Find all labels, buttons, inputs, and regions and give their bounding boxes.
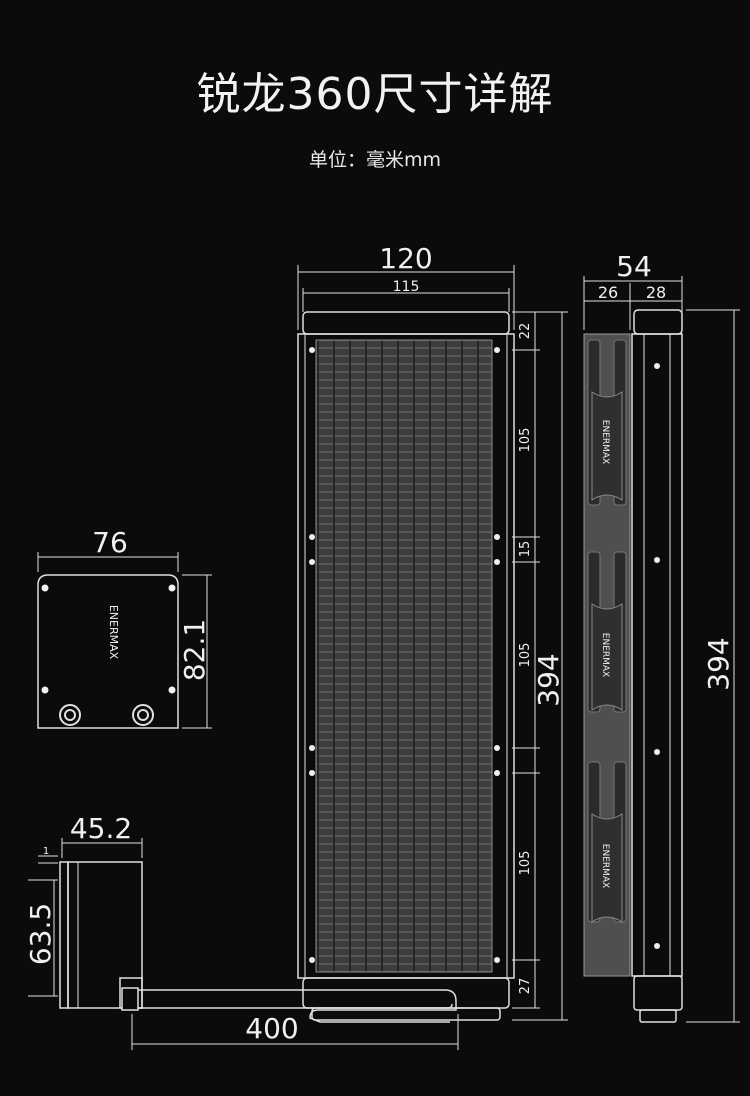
radiator-side-view: ENERMAX ENERMAX ENERMAX xyxy=(583,309,683,1023)
dim-rad-seg-bottom: 27 xyxy=(518,978,533,995)
radiator-front-view xyxy=(297,311,515,1021)
brand-logo-fan-2: ENERMAX xyxy=(600,633,610,677)
dim-rad-width: 120 xyxy=(379,242,432,275)
dim-rad-segments-lines xyxy=(512,311,568,1021)
brand-logo-fan-1: ENERMAX xyxy=(600,420,610,464)
brand-logo-pump: ENERMAX xyxy=(107,605,120,660)
brand-logo-fan-3: ENERMAX xyxy=(600,844,610,888)
tube-routing xyxy=(121,987,457,1023)
dim-side-total-width: 54 xyxy=(616,250,652,283)
pump-fittings xyxy=(59,704,154,726)
radiator-screw-holes xyxy=(309,347,500,963)
dim-rad-gap-1: 15 xyxy=(518,541,533,558)
dim-side-total-height: 394 xyxy=(702,637,735,690)
dim-pump-width: 76 xyxy=(92,526,128,559)
dim-pump-side-lines xyxy=(28,838,459,1050)
dim-rad-seg-2: 105 xyxy=(518,643,533,668)
page-title: 锐龙360尺寸详解 xyxy=(196,69,554,120)
pump-top-view xyxy=(37,574,179,729)
dim-side-fan-width: 26 xyxy=(598,283,618,302)
dim-pump-side-width: 45.2 xyxy=(70,812,132,845)
dim-rad-seg-1: 105 xyxy=(518,428,533,453)
dim-rad-inner-width: 115 xyxy=(393,279,420,295)
dim-pump-lines xyxy=(37,552,212,729)
dim-tube-length: 400 xyxy=(245,1012,298,1045)
dim-rad-width-lines xyxy=(297,265,515,330)
unit-note: 单位：毫米mm xyxy=(308,149,442,171)
dim-rad-seg-top: 22 xyxy=(518,323,533,340)
dim-rad-total-height: 394 xyxy=(532,653,565,706)
dim-pump-side-top: 1 xyxy=(43,846,49,857)
pump-side-view xyxy=(59,861,143,1009)
dim-pump-side-height: 63.5 xyxy=(24,903,57,965)
dim-side-rad-width: 28 xyxy=(646,283,666,302)
dim-side-lines xyxy=(583,276,740,1023)
dim-pump-height: 82.1 xyxy=(178,619,211,681)
pump-mount-holes xyxy=(41,584,176,694)
dim-rad-seg-3: 105 xyxy=(518,851,533,876)
